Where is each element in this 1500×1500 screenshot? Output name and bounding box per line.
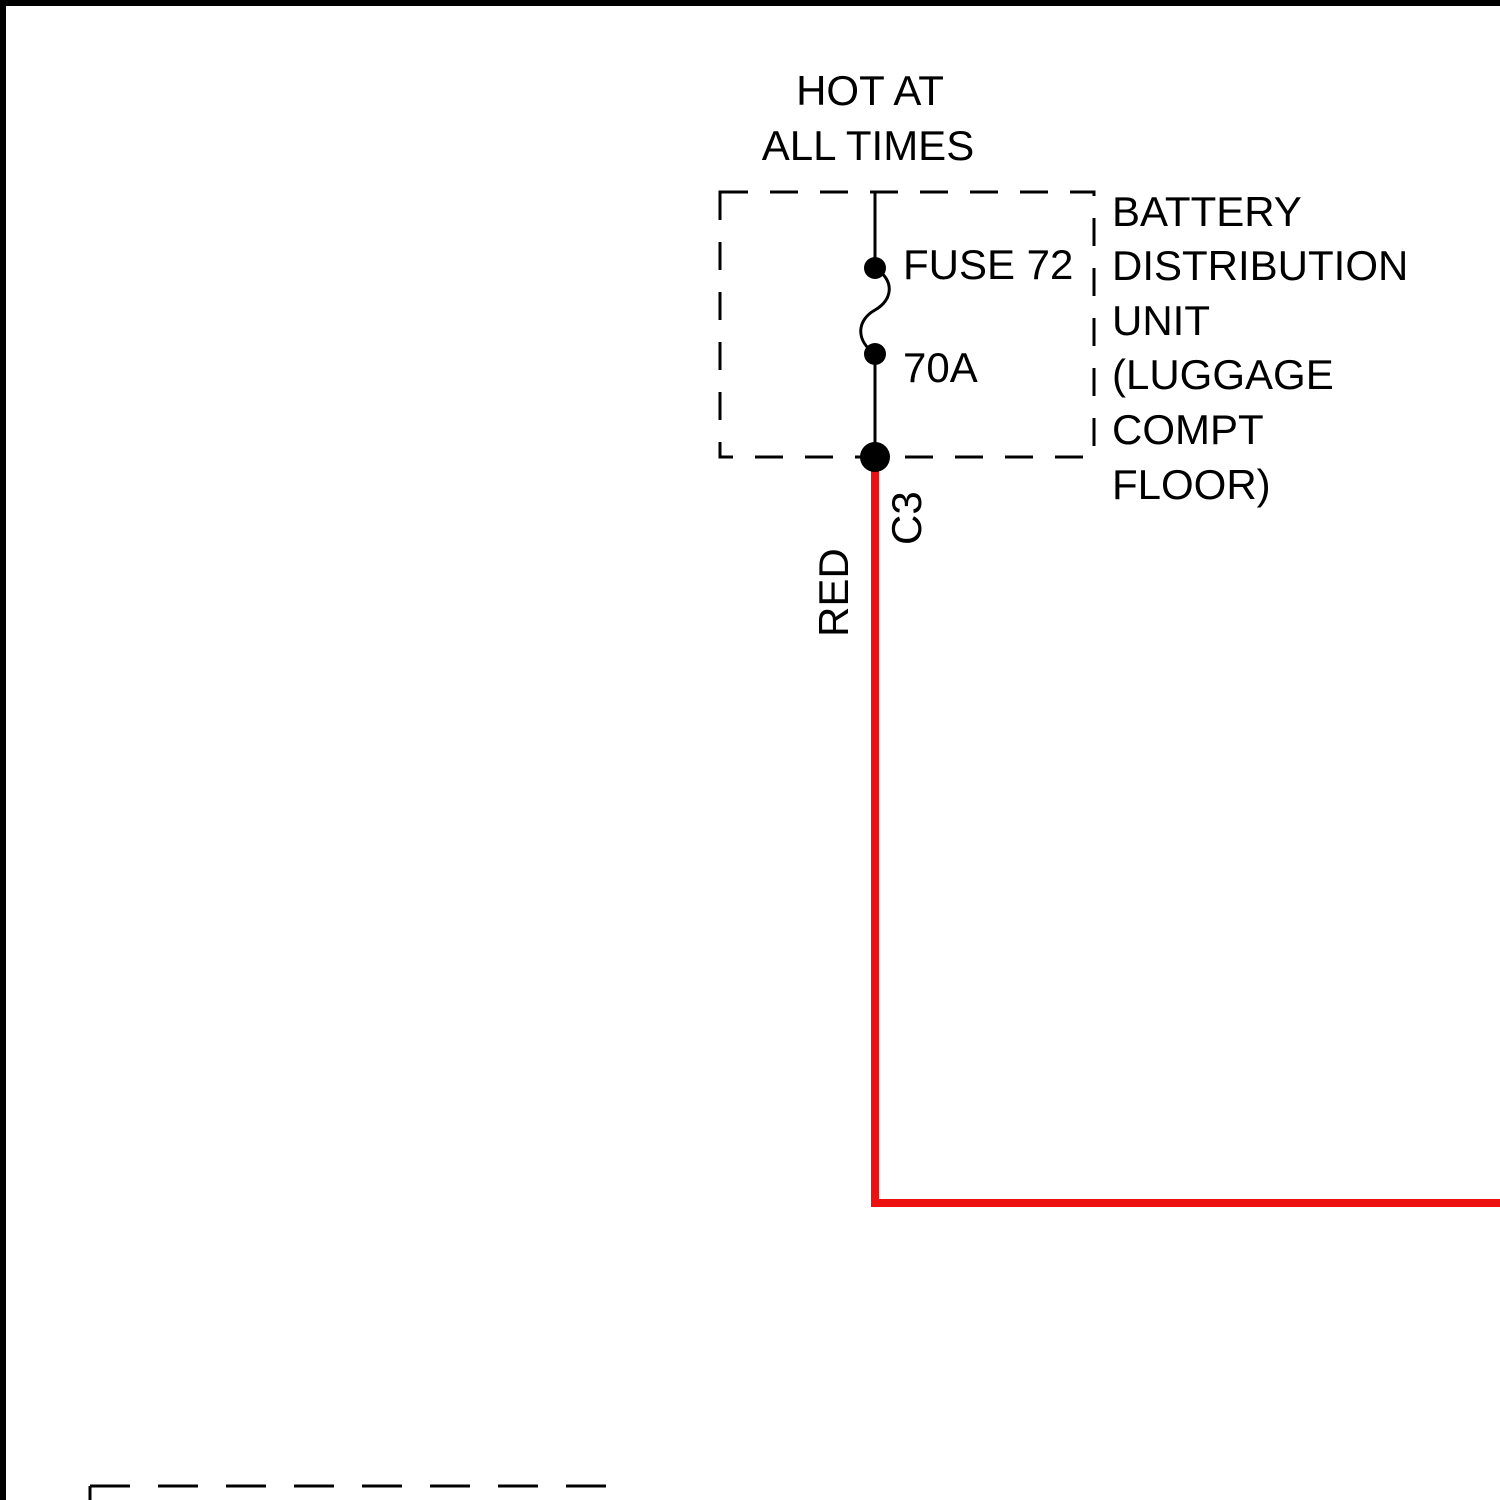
module-label-line-5: COMPT <box>1112 406 1264 453</box>
module-label-line-6: FLOOR) <box>1112 461 1271 508</box>
distribution-unit-label: BATTERY DISTRIBUTION UNIT (LUGGAGE COMPT… <box>1112 188 1408 508</box>
supply-label-line-1: HOT AT <box>796 67 944 114</box>
fuse-rating-label: 70A <box>903 344 978 391</box>
connector-c3-splice <box>860 442 890 472</box>
distribution-unit-outline <box>720 192 1094 457</box>
fuse-terminal-top <box>864 257 886 279</box>
module-label-line-1: BATTERY <box>1112 188 1302 235</box>
module-label-line-3: UNIT <box>1112 297 1210 344</box>
wire-color-label: RED <box>810 548 857 637</box>
supply-label-line-2: ALL TIMES <box>762 122 974 169</box>
fuse-element-icon <box>861 268 890 354</box>
red-wire <box>875 457 1500 1203</box>
fuse-name-label: FUSE 72 <box>903 241 1073 288</box>
module-label-line-2: DISTRIBUTION <box>1112 242 1408 289</box>
module-label-line-4: (LUGGAGE <box>1112 351 1334 398</box>
connector-pin-label: C3 <box>883 491 930 545</box>
